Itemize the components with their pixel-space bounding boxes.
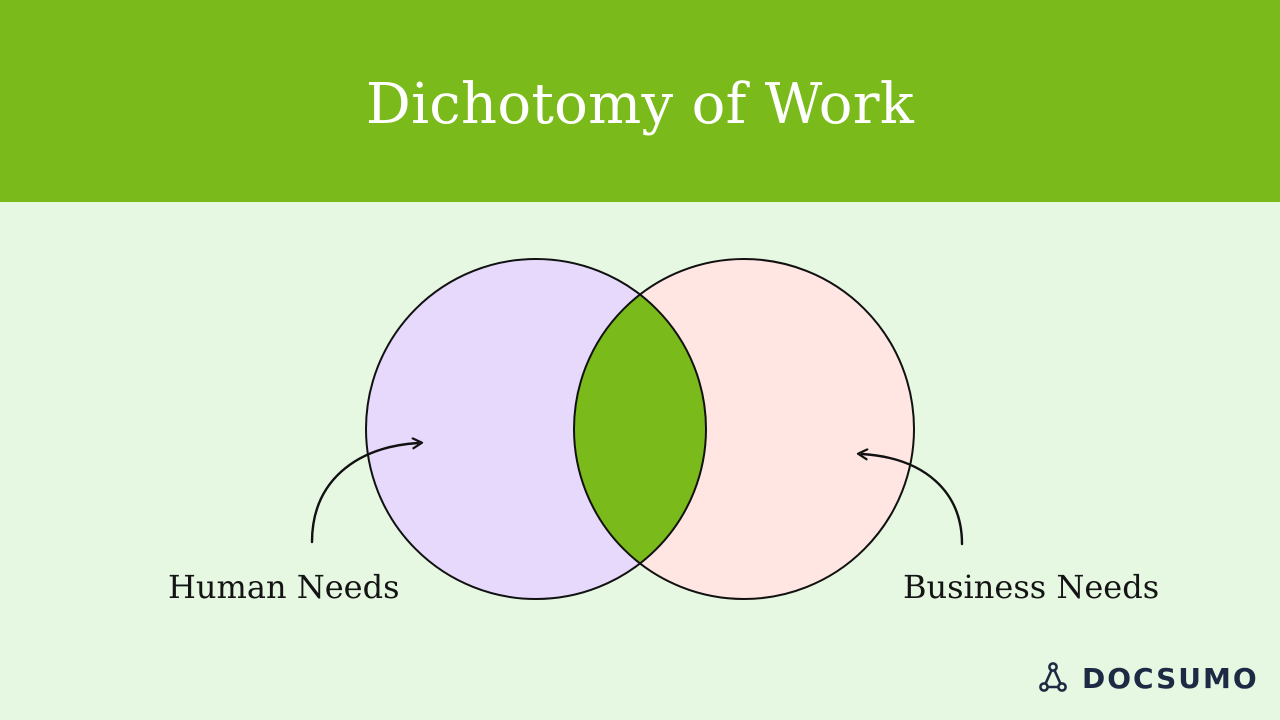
arrow-to-business-needs — [862, 454, 964, 546]
arrow-to-human-needs — [310, 443, 418, 544]
label-human-needs: Human Needs — [168, 568, 400, 606]
diagram-area: Human Needs Business Needs DOCSUMO — [0, 202, 1280, 720]
venn-overlap-region — [574, 259, 706, 599]
venn-circle-human-needs-outline — [365, 258, 707, 600]
docsumo-logo-icon — [1039, 662, 1067, 692]
label-business-needs: Business Needs — [903, 568, 1160, 606]
docsumo-logo: DOCSUMO — [1036, 656, 1259, 700]
page-title: Dichotomy of Work — [365, 71, 915, 137]
header-banner: Dichotomy of Work — [0, 0, 1280, 202]
venn-circle-business-needs-outline — [573, 258, 915, 600]
logo-text: DOCSUMO — [1082, 661, 1259, 695]
venn-diagram — [310, 258, 964, 600]
